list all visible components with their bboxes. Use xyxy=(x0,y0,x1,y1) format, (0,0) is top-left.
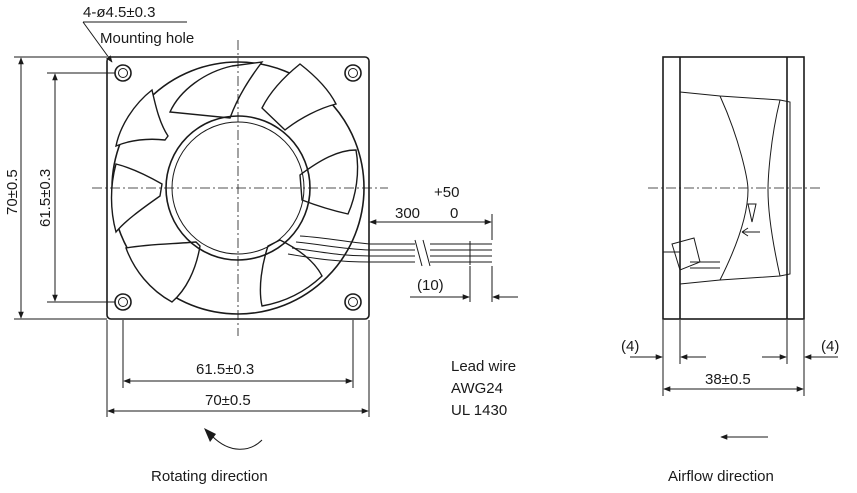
mounting-holes xyxy=(114,64,362,311)
hole-spec-label: 4-ø4.5±0.3 xyxy=(83,4,155,21)
width-outer-label: 70±0.5 xyxy=(205,392,251,409)
hole-label: Mounting hole xyxy=(100,30,194,47)
rotating-caption: Rotating direction xyxy=(151,468,268,485)
strip-length-label: (10) xyxy=(417,277,444,294)
height-inner-label: 61.5±0.3 xyxy=(37,169,54,227)
lead-tolerance-label: +50 xyxy=(434,184,459,201)
height-outer-label: 70±0.5 xyxy=(4,169,21,215)
side-view: (4) (4) 38±0.5 xyxy=(621,56,839,440)
lead-wire-bundle xyxy=(287,235,492,267)
impeller-blades xyxy=(110,61,359,307)
lead-wire-title: Lead wire xyxy=(451,358,516,375)
lead-length-label: 300 xyxy=(395,205,420,222)
rotation-arrow xyxy=(211,435,263,450)
depth-label: 38±0.5 xyxy=(705,371,751,388)
width-inner-label: 61.5±0.3 xyxy=(196,361,254,378)
airflow-caption: Airflow direction xyxy=(668,468,774,485)
lead-wire-standard: UL 1430 xyxy=(451,402,507,419)
lead-zero-label: 0 xyxy=(450,205,458,222)
lead-wire-spec: Lead wire AWG24 UL 1430 xyxy=(451,358,516,419)
offset-right-label: (4) xyxy=(821,338,839,355)
front-view: 4-ø4.5±0.3 Mounting hole 70±0.5 61.5±0.3… xyxy=(4,4,518,450)
offset-left-label: (4) xyxy=(621,338,639,355)
lead-wire-gauge: AWG24 xyxy=(451,380,503,397)
